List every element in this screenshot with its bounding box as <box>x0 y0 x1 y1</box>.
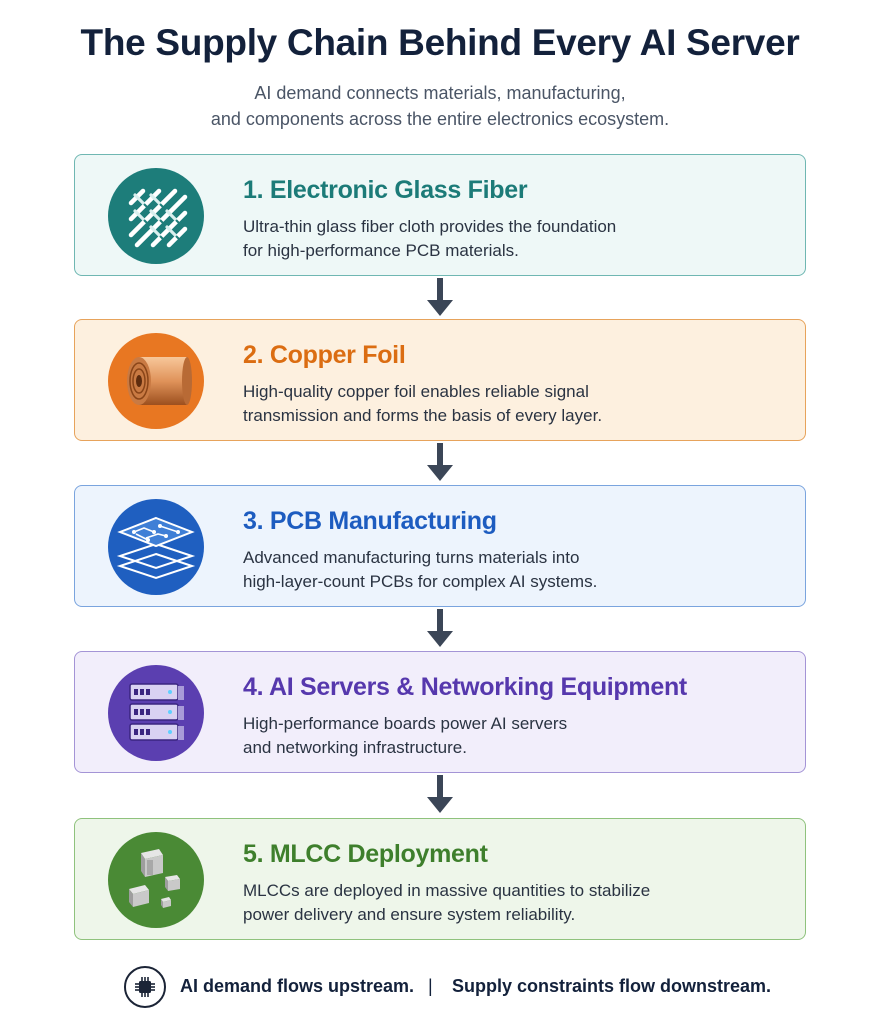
footer-separator: | <box>428 976 433 996</box>
stage-title: 4. AI Servers & Networking Equipment <box>243 673 687 701</box>
stage-description-line-2: high-layer-count PCBs for complex AI sys… <box>243 572 598 591</box>
glass-fiber-weave-icon <box>108 168 204 264</box>
down-arrow-icon <box>427 609 453 647</box>
stage-pcb-manufacturing: 3. PCB Manufacturing Advanced manufactur… <box>74 485 806 607</box>
stage-description: MLCCs are deployed in massive quantities… <box>243 879 763 927</box>
subtitle-line-1: AI demand connects materials, manufactur… <box>254 83 626 103</box>
down-arrow-icon <box>427 775 453 813</box>
stage-title: 1. Electronic Glass Fiber <box>243 176 528 204</box>
server-rack-icon <box>108 665 204 761</box>
stage-title: 2. Copper Foil <box>243 341 406 369</box>
mlcc-components-icon <box>108 832 204 928</box>
stage-mlcc-deployment: 5. MLCC Deployment MLCCs are deployed in… <box>74 818 806 940</box>
stage-description: Ultra-thin glass fiber cloth provides th… <box>243 215 763 263</box>
stage-description-line-2: transmission and forms the basis of ever… <box>243 406 603 425</box>
down-arrow-icon <box>427 278 453 316</box>
chip-icon <box>124 966 166 1008</box>
down-arrow-icon <box>427 443 453 481</box>
stage-description-line-1: Advanced manufacturing turns materials i… <box>243 548 580 567</box>
page-title: The Supply Chain Behind Every AI Server <box>80 22 800 63</box>
stage-description: Advanced manufacturing turns materials i… <box>243 546 763 594</box>
stage-description-line-1: High-quality copper foil enables reliabl… <box>243 382 589 401</box>
stage-description-line-1: MLCCs are deployed in massive quantities… <box>243 881 651 900</box>
subtitle-line-2: and components across the entire electro… <box>210 109 670 129</box>
footer: AI demand flows upstream. | Supply const… <box>0 962 880 1010</box>
footer-supply-text: Supply constraints flow downstream. <box>452 976 772 996</box>
stage-description-line-2: and networking infrastructure. <box>243 738 467 757</box>
copper-foil-roll-icon <box>108 333 204 429</box>
stage-description: High-performance boards power AI servers… <box>243 712 763 760</box>
stage-description-line-2: for high-performance PCB materials. <box>243 241 519 260</box>
stage-description: High-quality copper foil enables reliabl… <box>243 380 763 428</box>
stage-title: 3. PCB Manufacturing <box>243 507 497 535</box>
stage-ai-servers-networking: 4. AI Servers & Networking Equipment Hig… <box>74 651 806 773</box>
stage-description-line-1: High-performance boards power AI servers <box>243 714 568 733</box>
stage-copper-foil: 2. Copper Foil High-quality copper foil … <box>74 319 806 441</box>
stage-description-line-1: Ultra-thin glass fiber cloth provides th… <box>243 217 617 236</box>
stage-title: 5. MLCC Deployment <box>243 840 488 868</box>
stage-electronic-glass-fiber: 1. Electronic Glass Fiber Ultra-thin gla… <box>74 154 806 276</box>
footer-demand-text: AI demand flows upstream. <box>180 976 415 996</box>
page-subtitle: AI demand connects materials, manufactur… <box>0 80 880 132</box>
stage-description-line-2: power delivery and ensure system reliabi… <box>243 905 576 924</box>
pcb-layers-icon <box>108 499 204 595</box>
